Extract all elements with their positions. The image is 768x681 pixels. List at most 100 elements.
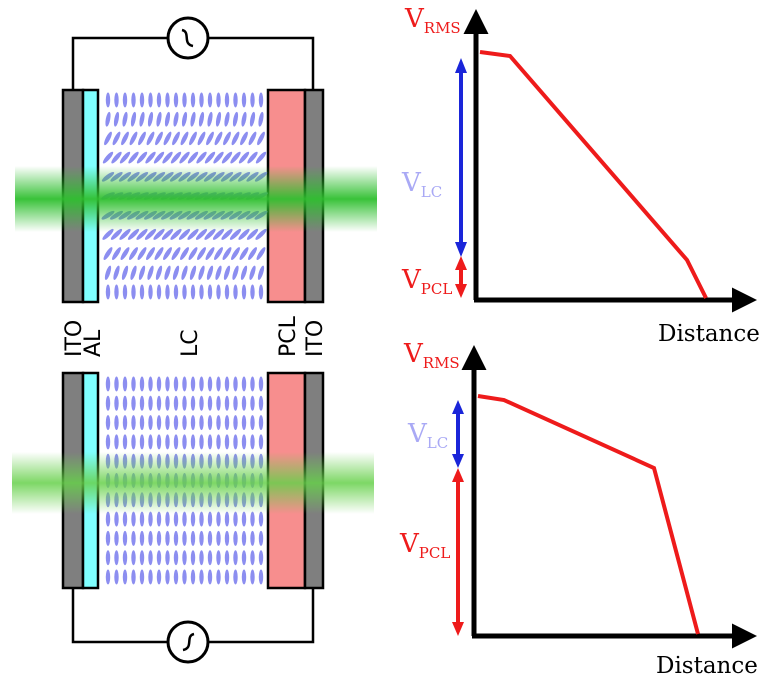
lc-molecule: [182, 92, 187, 108]
lc-molecule: [179, 151, 190, 164]
lc-molecule: [224, 92, 230, 108]
lc-molecule: [112, 247, 121, 261]
lc-molecule: [199, 284, 204, 300]
lc-molecule: [216, 92, 221, 108]
lc-molecule: [165, 511, 170, 527]
lc-molecule: [233, 569, 238, 585]
lc-molecule: [103, 247, 113, 261]
lc-molecule: [198, 111, 205, 127]
lc-molecule: [182, 395, 187, 411]
lc-molecule: [156, 284, 162, 300]
lc-molecule: [131, 395, 136, 411]
lc-molecule: [199, 92, 204, 108]
lc-molecule: [105, 550, 111, 566]
lc-molecule: [114, 395, 119, 411]
lc-molecule: [224, 111, 230, 127]
lc-molecule: [224, 376, 230, 392]
lc-molecule: [121, 265, 129, 280]
lc-molecule: [165, 434, 170, 450]
lc-molecule: [190, 415, 196, 431]
lc-molecule: [139, 111, 145, 127]
lc-molecule: [120, 247, 130, 261]
ito-left-label: ITO: [62, 320, 87, 357]
lc-molecule: [156, 415, 162, 431]
lc-molecule: [104, 265, 112, 280]
lc-molecule: [199, 511, 204, 527]
lc-molecule: [241, 395, 247, 411]
lc-molecule: [105, 511, 111, 527]
lc-molecule: [207, 434, 213, 450]
lc-molecule: [207, 395, 213, 411]
lc-molecule: [250, 434, 255, 450]
lc-molecule: [258, 569, 264, 585]
lc-molecule: [164, 265, 171, 280]
lc-molecule: [230, 151, 241, 164]
lc-molecule: [165, 395, 170, 411]
lc-molecule: [190, 550, 196, 566]
lc-molecule: [131, 550, 136, 566]
lc-molecule: [148, 92, 153, 108]
lc-molecule: [113, 111, 120, 127]
lc-molecule: [233, 550, 238, 566]
lc-molecule: [156, 376, 162, 392]
lc-molecule: [114, 415, 119, 431]
lc-molecule: [119, 151, 131, 164]
voltage-profile-line: [477, 394, 700, 635]
lc-molecule: [172, 131, 180, 146]
lc-molecule: [182, 415, 187, 431]
lc-molecule: [146, 131, 155, 146]
lc-molecule: [114, 569, 119, 585]
lc-molecule: [148, 376, 153, 392]
lc-molecule: [222, 247, 232, 261]
lc-molecule: [198, 265, 205, 280]
lc-molecule: [102, 151, 114, 164]
top-voltage-graph: VRMS VLC VPCL Distance: [401, 4, 760, 347]
lc-molecule: [139, 530, 145, 546]
lc-molecule: [155, 131, 163, 146]
lc-molecule: [240, 265, 248, 280]
lc-molecule: [189, 131, 197, 146]
lc-molecule: [182, 511, 187, 527]
lc-molecule: [129, 131, 138, 146]
lc-molecule: [148, 395, 153, 411]
lc-molecule: [187, 151, 199, 164]
lc-molecule: [190, 434, 196, 450]
lc-molecule: [139, 434, 145, 450]
lc-molecule: [131, 415, 136, 431]
lc-molecule: [105, 569, 111, 585]
bottom-wire: [71, 588, 315, 644]
lc-molecule: [207, 376, 213, 392]
lc-molecule: [139, 550, 145, 566]
lc-molecule: [233, 530, 238, 546]
lc-molecule: [216, 395, 221, 411]
lc-molecule: [241, 92, 247, 108]
lc-molecule: [258, 376, 264, 392]
lc-molecule: [138, 265, 146, 280]
lc-molecule: [147, 265, 154, 280]
lc-molecule: [173, 111, 179, 127]
lc-molecule: [154, 247, 164, 261]
lc-molecule: [196, 151, 207, 164]
lc-molecule: [182, 434, 187, 450]
lc-molecule: [216, 415, 221, 431]
lc-molecule: [122, 530, 128, 546]
lc-molecule: [250, 511, 255, 527]
lc-molecule: [190, 569, 196, 585]
lc-molecule: [207, 92, 213, 108]
lc-molecule: [105, 376, 111, 392]
lc-molecule: [190, 284, 196, 300]
lc-molecule: [122, 376, 128, 392]
lc-molecule: [122, 569, 128, 585]
lc-molecule: [145, 151, 156, 164]
lc-molecule: [250, 284, 255, 300]
lc-molecule: [233, 284, 238, 300]
lc-molecule: [258, 511, 264, 527]
lc-molecule: [163, 247, 172, 261]
top-wire: [71, 36, 315, 92]
lc-molecule: [205, 247, 215, 261]
lc-molecule: [171, 247, 181, 261]
lc-molecule: [173, 395, 179, 411]
lc-molecule: [173, 530, 179, 546]
lc-molecule: [139, 395, 145, 411]
